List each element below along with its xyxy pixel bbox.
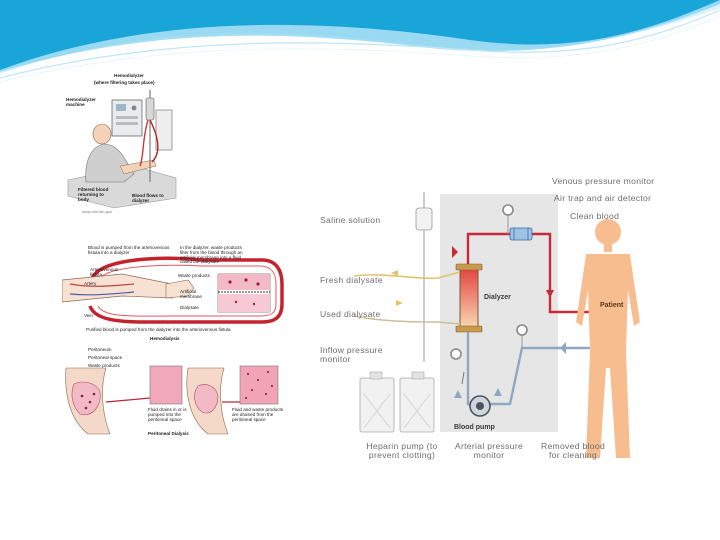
label-blood-pump: Blood pump (454, 424, 495, 431)
label-saline: Saline solution (320, 215, 381, 225)
label-heparin-pump: Heparin pump (to prevent clotting) (366, 441, 438, 461)
label-membrane: Artificial membrane (180, 289, 202, 299)
label-peritoneal-waste: Waste products (88, 363, 120, 368)
hemodialysis-illustration: Blood is pumped from the arteriovenous f… (62, 244, 290, 344)
label-credit: www.nlm.nih.gov (82, 209, 113, 214)
label-pumped: Blood is pumped from the arteriovenous f… (88, 245, 170, 255)
label-hemodialyzer-sub: (where filtering takes place) (94, 80, 155, 85)
label-peritoneal-title: Peritoneal Dialysis (148, 431, 189, 436)
label-hemodialysis-title: Hemodialysis (150, 336, 180, 341)
label-dialysate: Dialysate (180, 305, 199, 310)
label-dialyzer: Dialyzer (484, 294, 511, 301)
peritoneal-drawing (62, 344, 290, 444)
wave-dark (0, 0, 720, 70)
label-arterial-monitor: Arterial pressure monitor (454, 441, 524, 461)
label-peritoneum: Peritoneum (88, 347, 112, 352)
label-filtered-blood: Filtered blood returning to body (78, 187, 109, 202)
label-removed-blood: Removed blood for cleaning (540, 441, 606, 461)
label-hemodialyzer: Hemodialyzer (114, 73, 144, 78)
circuit-drawing (314, 172, 664, 468)
label-clean-blood: Clean blood (570, 211, 620, 221)
label-patient: Patient (600, 302, 624, 309)
label-inflow-monitor: Inflow pressure monitor (320, 345, 383, 365)
label-drains-out: Fluid and waste products are drained fro… (232, 407, 284, 422)
label-air-trap: Air trap and air detector (554, 193, 652, 203)
header-wave (0, 0, 720, 83)
hemodialysis-drawing (62, 244, 290, 344)
label-used-dialysate: Used dialysate (320, 309, 381, 319)
label-dialyzer-note: In the dialyzer, waste products filter f… (180, 245, 243, 265)
label-blood-flows: Blood flows to dialyzer (132, 193, 164, 203)
label-purified: Purified blood is pumped from the dialyz… (86, 327, 231, 332)
peritoneal-illustration: Peritoneum Peritoneal space Waste produc… (62, 344, 290, 444)
wave-stripe-2 (0, 15, 720, 83)
label-artery: Artery (84, 281, 97, 286)
label-machine: Hemodialyzer machine (66, 97, 96, 107)
wave-stripe (0, 9, 720, 79)
label-venous-monitor: Venous pressure monitor (552, 176, 655, 186)
circuit-diagram: Venous pressure monitor Air trap and air… (314, 172, 664, 468)
label-fistula: Arteriovenous fistula (90, 267, 119, 277)
label-drains-in: Fluid drains in or is pumped into the pe… (148, 407, 187, 422)
label-waste: Waste products (178, 273, 210, 278)
label-vein: Vein (84, 313, 93, 318)
label-peritoneal-space: Peritoneal space (88, 355, 123, 360)
label-fresh-dialysate: Fresh dialysate (320, 275, 383, 285)
hemodialyzer-illustration: Hemodialyzer (where filtering takes plac… (64, 70, 182, 218)
hemodialyzer-drawing (64, 70, 182, 218)
